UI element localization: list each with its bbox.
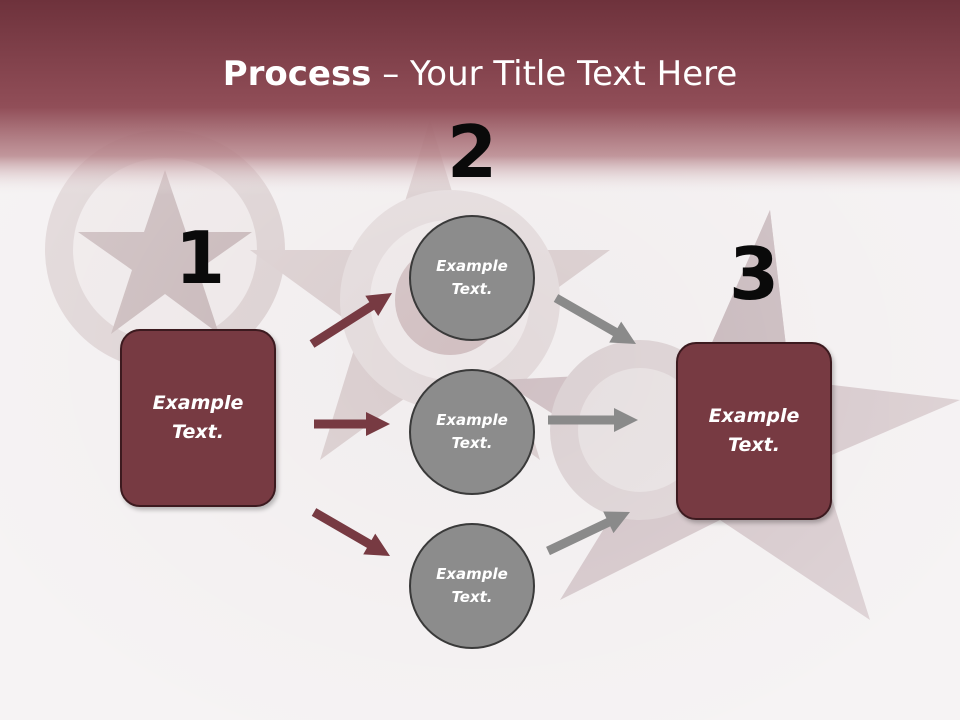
circle-3-text: Example Text. — [436, 565, 508, 606]
step-number-3: 3 — [728, 232, 780, 316]
right-process-box[interactable]: Example Text. — [676, 342, 832, 520]
arrow-from-circle-1 — [553, 294, 636, 344]
process-circle-2[interactable]: Example Text. — [409, 369, 535, 495]
title-rest: – Your Title Text Here — [371, 54, 738, 94]
left-box-text: Example Text. — [152, 392, 244, 443]
title-bold: Process — [222, 54, 372, 94]
header-band — [0, 0, 960, 195]
left-process-box[interactable]: Example Text. — [120, 329, 276, 507]
arrow-from-circle-2 — [548, 408, 638, 432]
circle-1-text: Example Text. — [436, 257, 508, 298]
right-box-text: Example Text. — [708, 405, 800, 456]
step-number-2: 2 — [446, 110, 498, 194]
process-circle-3[interactable]: Example Text. — [409, 523, 535, 649]
slide-title: Process – Your Title Text Here — [0, 52, 960, 96]
arrow-to-circle-3 — [311, 508, 390, 556]
arrow-from-circle-3 — [546, 511, 630, 556]
arrow-to-circle-2 — [314, 412, 390, 436]
arrow-to-circle-1 — [309, 292, 393, 348]
circle-2-text: Example Text. — [436, 411, 508, 452]
process-circle-1[interactable]: Example Text. — [409, 215, 535, 341]
step-number-1: 1 — [174, 216, 226, 300]
